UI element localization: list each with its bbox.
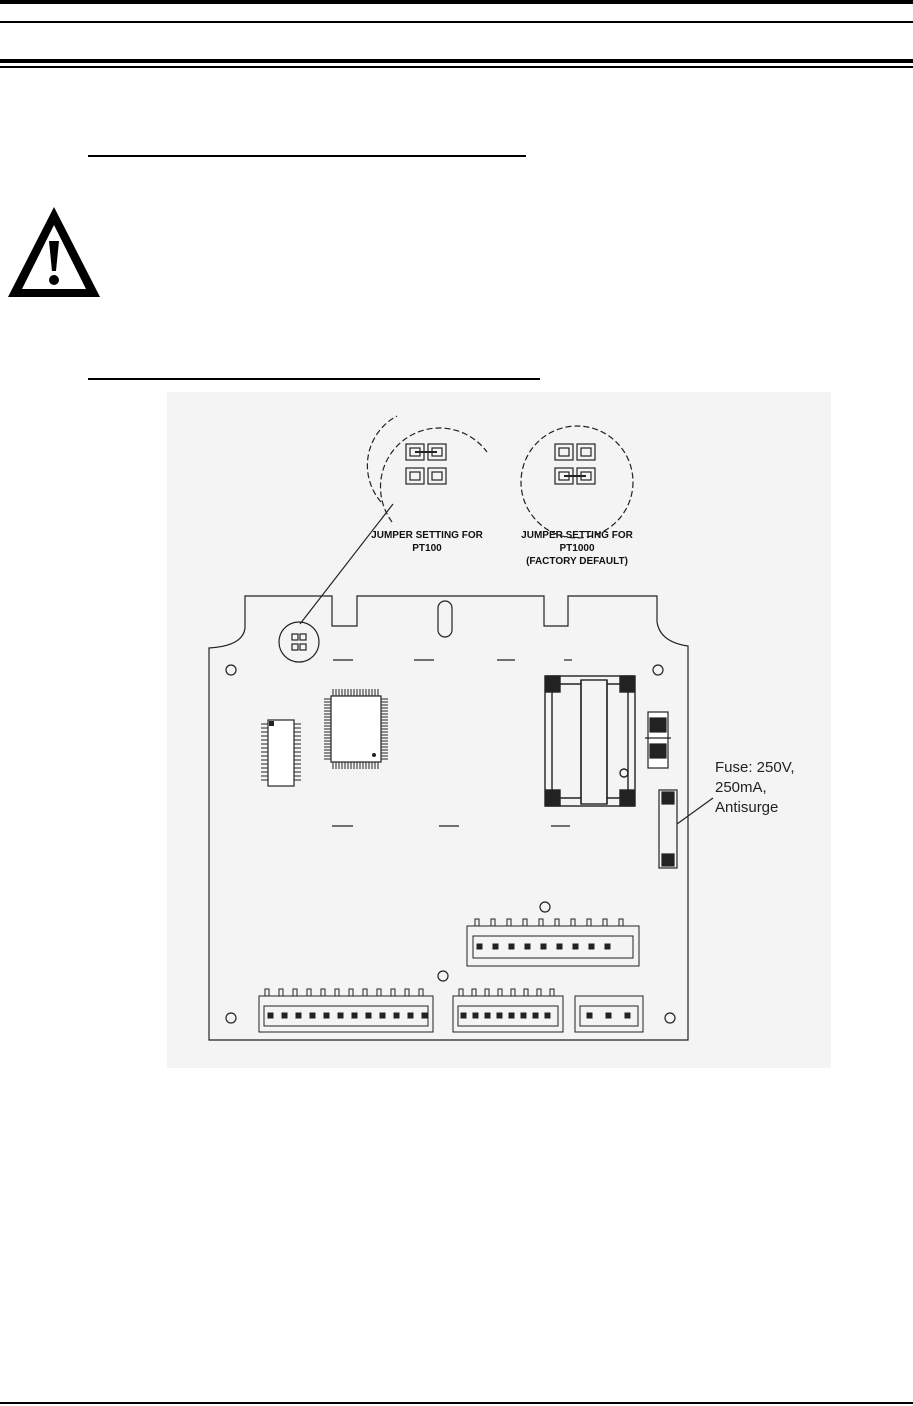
header-rule-thick [0, 59, 913, 63]
jumper-pt100-label-line2: PT100 [412, 543, 442, 554]
fuse-label-line3: Antisurge [715, 799, 779, 816]
fuse [658, 789, 714, 869]
section-heading-underline-1 [88, 155, 526, 157]
footer-rule [0, 1402, 913, 1404]
terminal-block-12pin [258, 988, 434, 1033]
soic-chip [261, 719, 301, 787]
transformer [544, 675, 636, 807]
jumper-pt100-label-line1: JUMPER SETTING FOR [371, 530, 483, 541]
fuse-label-line2: 250mA, [715, 779, 767, 796]
circuit-board-diagram: JUMPER SETTING FOR PT100 JUMPER SETTING … [167, 392, 831, 1068]
terminal-block-9pin [466, 918, 640, 967]
terminal-block-3pin [574, 995, 644, 1033]
jumper-pt1000-label-line1: JUMPER SETTING FOR [521, 530, 633, 541]
board-outline [208, 595, 689, 1041]
fuse-label-line1: Fuse: 250V, [715, 759, 795, 776]
inductor-pair [645, 711, 671, 769]
section-heading-underline-2 [88, 378, 540, 380]
jumper-zoom-circle-pt100 [366, 415, 488, 523]
qfp-chip [324, 689, 388, 769]
jumper-zoom-circle-pt1000 [520, 425, 634, 539]
terminal-block-8pin [452, 988, 564, 1033]
header-rule-top [0, 0, 913, 4]
header-rule-thin-2 [0, 66, 913, 68]
jumper-pt1000-label-line3: (FACTORY DEFAULT) [526, 556, 628, 567]
header-rule-thin-1 [0, 21, 913, 23]
warning-icon [4, 203, 104, 301]
jumper-pt1000-label-line2: PT1000 [559, 543, 594, 554]
fuse-label: Fuse: 250V, 250mA, Antisurge [715, 758, 795, 818]
